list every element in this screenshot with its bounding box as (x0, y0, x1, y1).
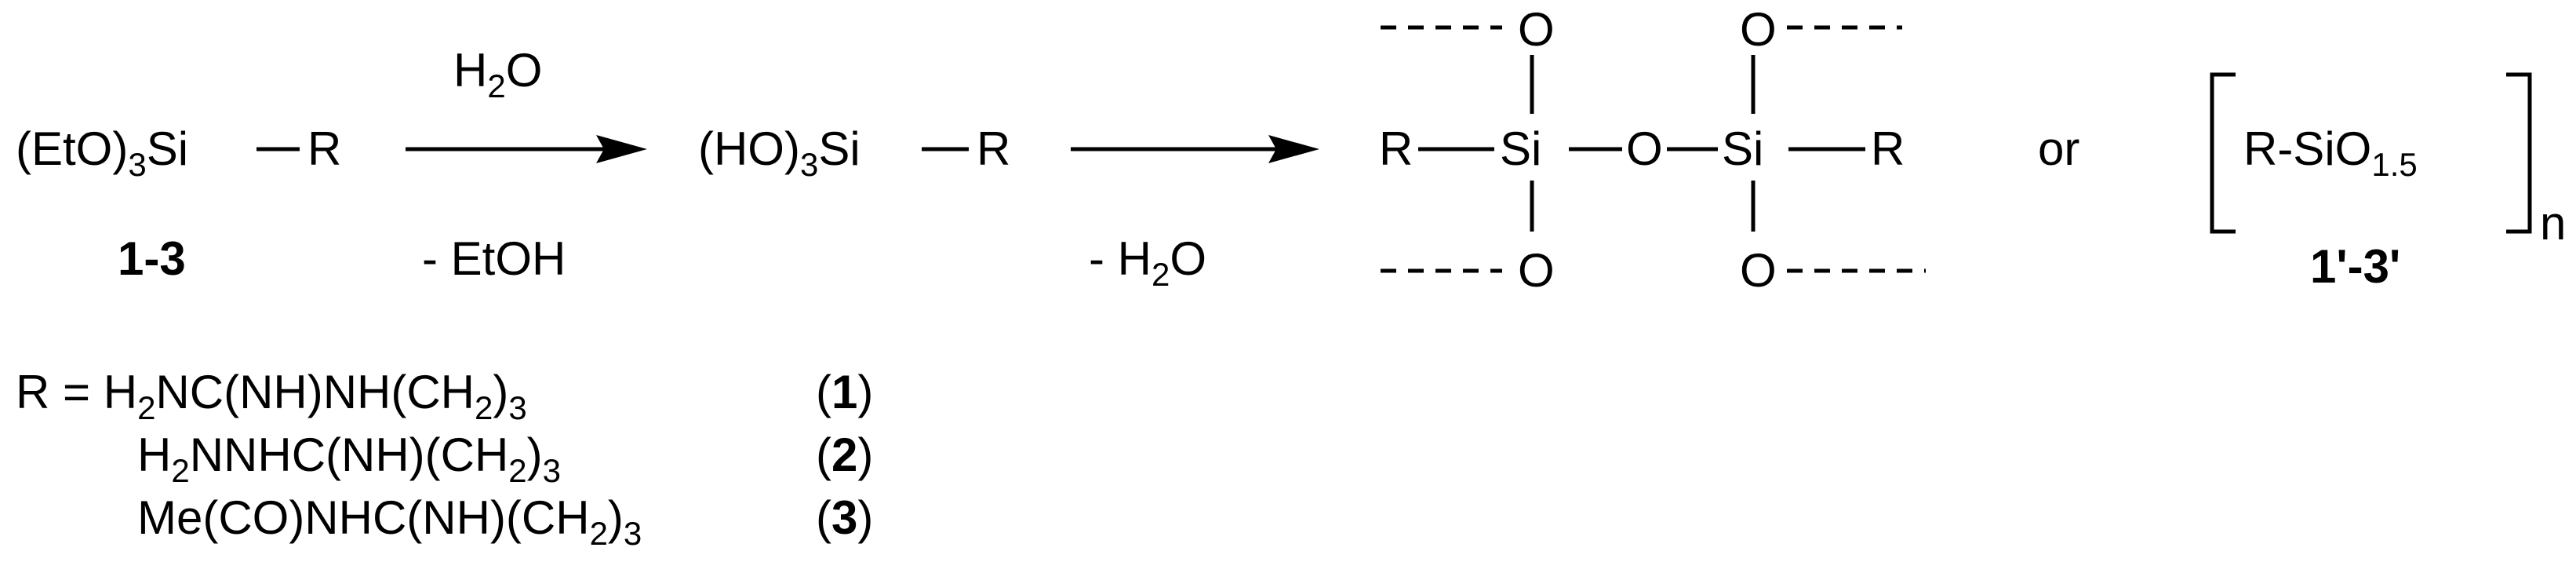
product-label: 1'-3' (2310, 240, 2400, 293)
intermediate-formula: (HO)3Si (698, 122, 860, 183)
step2-byproduct: - H2O (1089, 232, 1206, 293)
starting-material: (EtO)3Si R 1-3 (16, 122, 341, 285)
starting-material-r: R (307, 122, 341, 175)
repeat-index: n (2540, 197, 2566, 250)
network-o-top-right: O (1740, 3, 1777, 56)
network-o-top-left: O (1518, 3, 1555, 56)
r-definition-1: R = H2NC(NH)NH(CH2)3 (16, 366, 527, 426)
step1-byproduct: - EtOH (422, 232, 566, 285)
network-right-r: R (1871, 122, 1905, 175)
right-bracket (2506, 72, 2532, 234)
network-o-bottom-right: O (1740, 244, 1777, 297)
r-definitions: R = H2NC(NH)NH(CH2)3 (1) H2NNHC(NH)(CH2)… (16, 366, 873, 552)
r-definition-3: Me(CO)NHC(NH)(CH2)3 (137, 491, 642, 552)
r-definition-2-number: (2) (816, 429, 873, 481)
step1: H2O - EtOH (406, 44, 647, 285)
r-definition-3-number: (3) (816, 491, 873, 544)
intermediate-r: R (977, 122, 1010, 175)
network-left-r: R (1379, 122, 1413, 175)
starting-material-formula: (EtO)3Si (16, 122, 188, 183)
siloxane-network: R Si O Si R O O O O (1379, 3, 1926, 297)
silsesquioxane-unit: R-SiO1.5 (2243, 122, 2418, 183)
left-bracket (2210, 72, 2236, 234)
r-definition-2: H2NNHC(NH)(CH2)3 (137, 429, 561, 489)
starting-material-label: 1-3 (118, 232, 186, 285)
silsesquioxane-formula: R-SiO1.5 n 1'-3' (2210, 72, 2566, 293)
step2: - H2O (1071, 135, 1319, 293)
network-o-bottom-left: O (1518, 244, 1555, 297)
network-left-si: Si (1500, 122, 1541, 175)
network-bridge-o: O (1626, 122, 1663, 175)
step1-reagent: H2O (453, 44, 542, 104)
step2-arrowhead (1268, 135, 1319, 163)
step1-arrowhead (596, 135, 647, 163)
intermediate: (HO)3Si R (698, 122, 1010, 183)
r-definition-1-number: (1) (816, 366, 873, 418)
or-label: or (2038, 122, 2079, 175)
network-right-si: Si (1722, 122, 1763, 175)
